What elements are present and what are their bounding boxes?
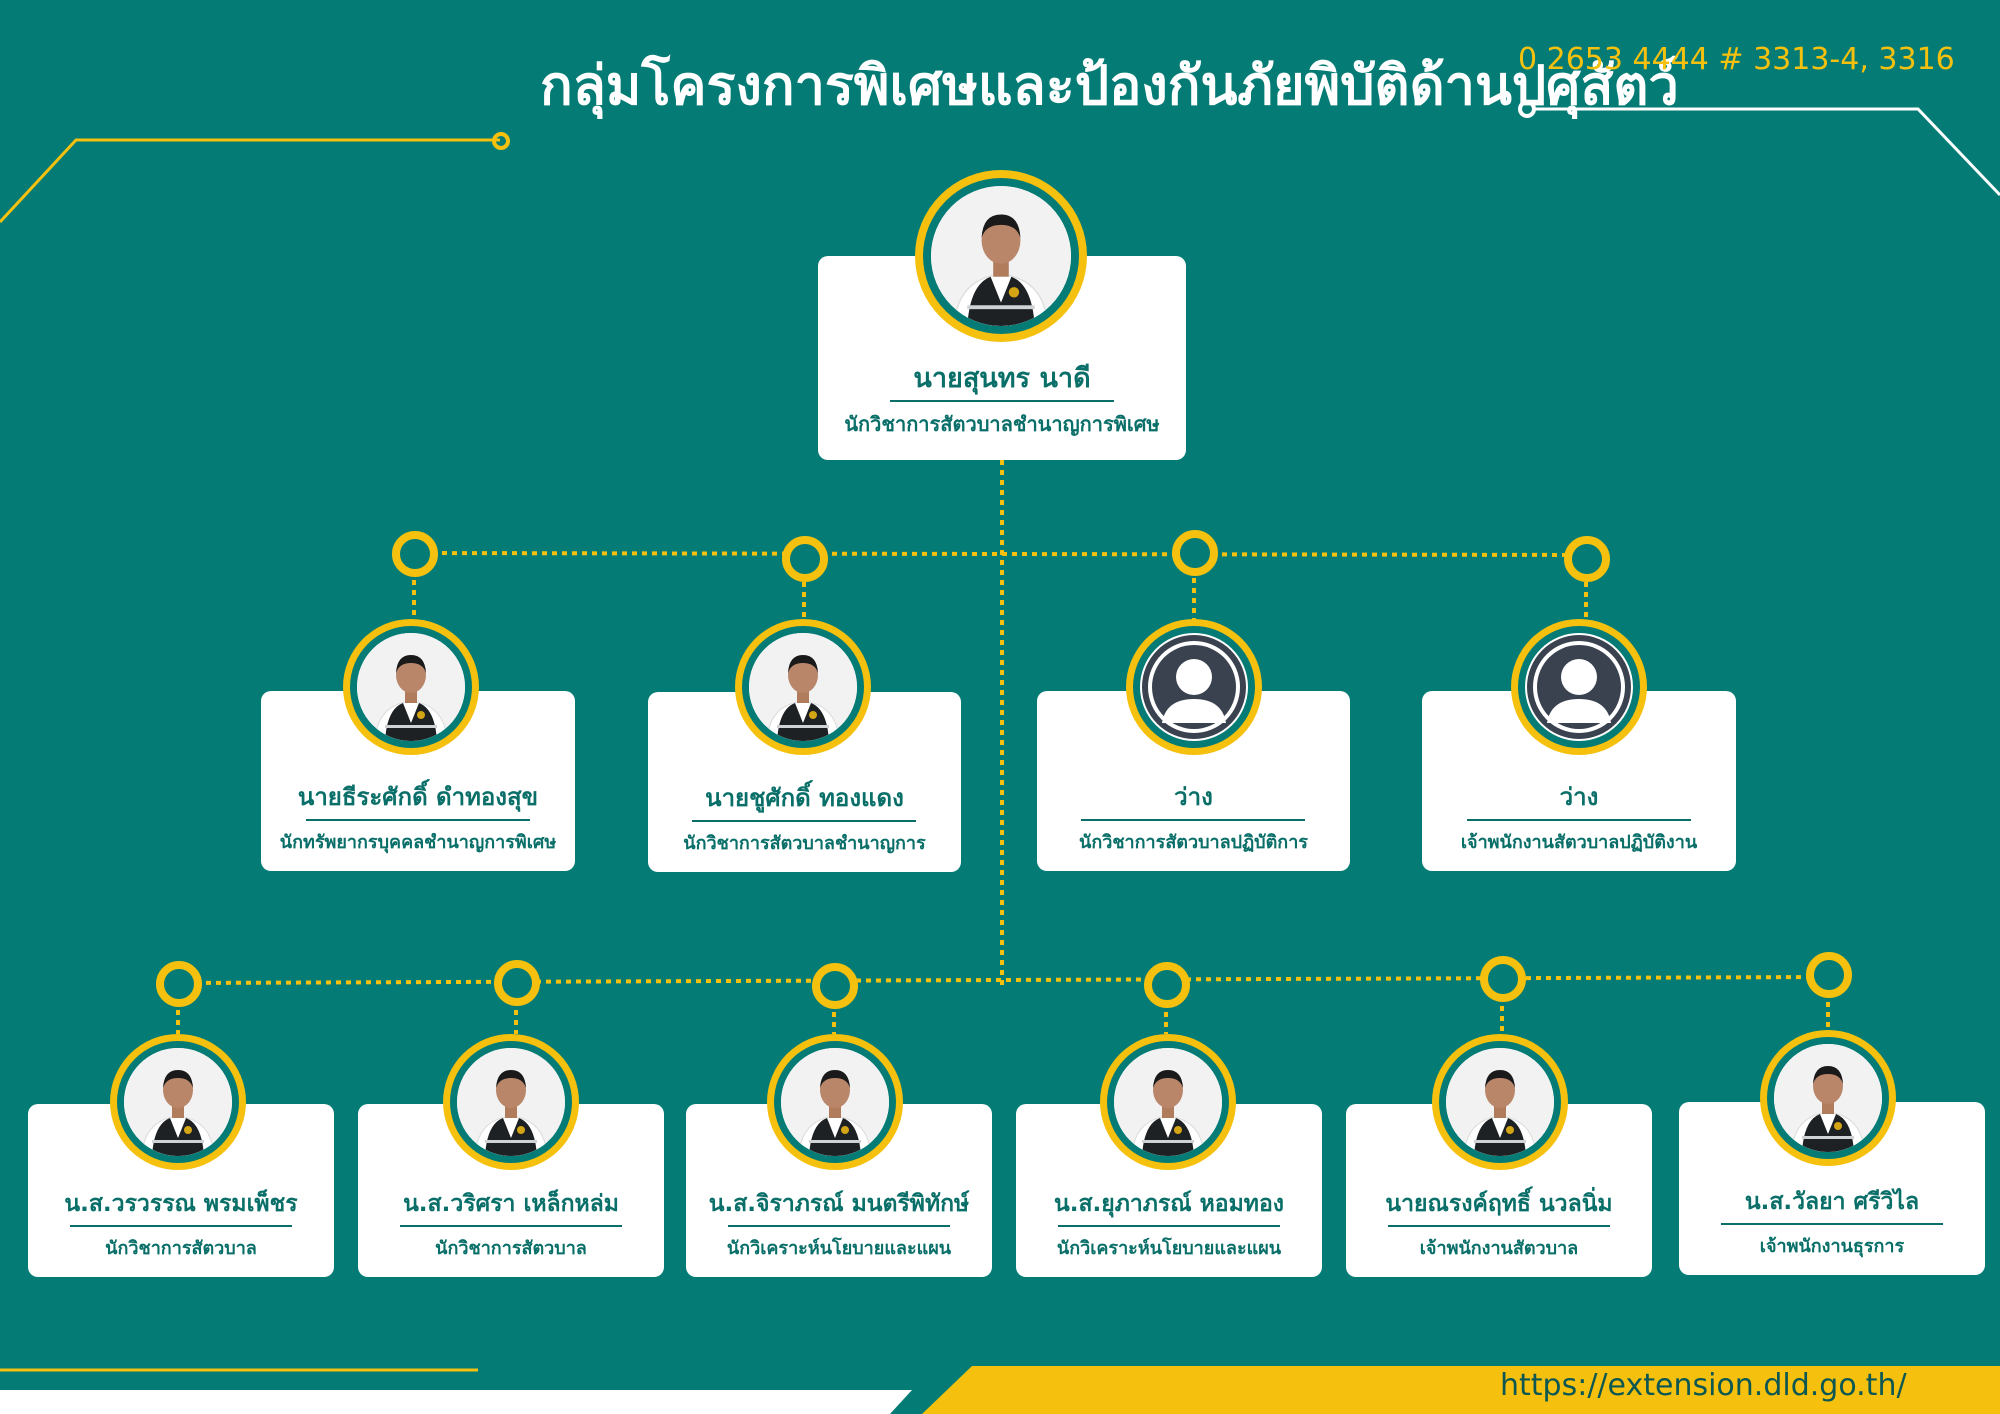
person-figure xyxy=(931,186,1071,326)
staff-avatar xyxy=(735,619,871,755)
person-figure xyxy=(1774,1044,1882,1152)
person-figure xyxy=(1114,1048,1222,1156)
staff-role: นักวิชาการสัตวบาลชำนาญการ xyxy=(683,833,926,854)
staff-avatar xyxy=(1760,1030,1896,1166)
decor-dot-left xyxy=(492,132,510,150)
staff-role: นักวิเคราะห์นโยบายและแผน xyxy=(726,1238,952,1259)
person-photo xyxy=(931,186,1071,326)
staff-card: นายธีระศักดิ์ ดำทองสุข นักทรัพยากรบุคคลช… xyxy=(261,691,575,871)
connector-node xyxy=(1172,530,1218,576)
connector-node xyxy=(812,963,858,1009)
placeholder-person-icon xyxy=(1142,635,1246,739)
person-figure xyxy=(357,633,465,741)
person-photo xyxy=(749,633,857,741)
staff-name: น.ส.วัลยา ศรีวิไล xyxy=(1744,1189,1920,1215)
footer-white-bar xyxy=(0,1390,912,1414)
decor-dot-right xyxy=(1518,100,1536,118)
person-figure xyxy=(457,1048,565,1156)
connector-node xyxy=(1480,956,1526,1002)
connector-node xyxy=(1564,536,1610,582)
name-underline xyxy=(890,400,1114,402)
staff-role: นักวิเคราะห์นโยบายและแผน xyxy=(1056,1238,1282,1259)
staff-avatar xyxy=(1100,1034,1236,1170)
person-figure xyxy=(1446,1048,1554,1156)
website-link[interactable]: https://extension.dld.go.th/ xyxy=(1500,1368,1907,1403)
person-figure xyxy=(749,633,857,741)
staff-avatar xyxy=(767,1034,903,1170)
staff-avatar xyxy=(443,1034,579,1170)
staff-name: น.ส.จิราภรณ์ มนตรีพิทักษ์ xyxy=(708,1191,970,1217)
staff-name: ว่าง xyxy=(1174,783,1213,811)
connector-node xyxy=(392,531,438,577)
staff-card: น.ส.วริศรา เหล็กหล่ม นักวิชาการสัตวบาล xyxy=(358,1104,664,1277)
staff-avatar xyxy=(1126,619,1262,755)
staff-avatar xyxy=(1432,1034,1568,1170)
staff-role: นักทรัพยากรบุคคลชำนาญการพิเศษ xyxy=(279,832,557,853)
chief-role: นักวิชาการสัตวบาลชำนาญการพิเศษ xyxy=(844,412,1160,436)
person-figure xyxy=(124,1048,232,1156)
staff-name: นายณรงค์ฤทธิ์ นวลนิ่ม xyxy=(1385,1191,1613,1217)
placeholder-person-icon xyxy=(1527,635,1631,739)
staff-role: นักวิชาการสัตวบาล xyxy=(435,1238,587,1259)
person-photo xyxy=(1446,1048,1554,1156)
staff-role: เจ้าพนักงานสัตวบาลปฏิบัติงาน xyxy=(1460,832,1698,853)
decor-line-right xyxy=(1528,107,2000,197)
person-photo xyxy=(457,1048,565,1156)
connector-node xyxy=(156,961,202,1007)
phone-number: 0 2653 4444 # 3313-4, 3316 xyxy=(1518,42,1955,77)
person-photo xyxy=(357,633,465,741)
decor-line-left xyxy=(0,138,500,224)
staff-role: นักวิชาการสัตวบาลปฏิบัติการ xyxy=(1079,832,1308,853)
footer-yellow-bar xyxy=(922,1366,2000,1414)
person-photo xyxy=(1774,1044,1882,1152)
staff-role: นักวิชาการสัตวบาล xyxy=(105,1238,257,1259)
person-photo xyxy=(1114,1048,1222,1156)
person-photo xyxy=(124,1048,232,1156)
connector-node xyxy=(1806,952,1852,998)
staff-role: เจ้าพนักงานสัตวบาล xyxy=(1419,1238,1579,1259)
chief-avatar xyxy=(915,170,1087,342)
person-figure xyxy=(781,1048,889,1156)
staff-avatar xyxy=(1511,619,1647,755)
staff-name: น.ส.วริศรา เหล็กหล่ม xyxy=(403,1191,619,1217)
staff-name: นายชูศักดิ์ ทองแดง xyxy=(705,784,904,812)
staff-avatar xyxy=(110,1034,246,1170)
staff-avatar xyxy=(343,619,479,755)
level2-hline xyxy=(411,551,1587,557)
connector-node xyxy=(1144,962,1190,1008)
staff-name: นายธีระศักดิ์ ดำทองสุข xyxy=(297,783,539,811)
person-photo xyxy=(781,1048,889,1156)
page-title: กลุ่มโครงการพิเศษและป้องกันภัยพิบัติด้าน… xyxy=(540,54,1679,117)
chief-name: นายสุนทร นาดี xyxy=(913,363,1091,394)
staff-name: น.ส.วรวรรณ พรมเพ็ชร xyxy=(64,1191,298,1217)
staff-name: น.ส.ยุภาภรณ์ หอมทอง xyxy=(1054,1191,1284,1217)
staff-role: เจ้าพนักงานธุรการ xyxy=(1759,1236,1905,1257)
connector-node xyxy=(494,960,540,1006)
connector-node xyxy=(782,536,828,582)
staff-name: ว่าง xyxy=(1559,783,1599,811)
